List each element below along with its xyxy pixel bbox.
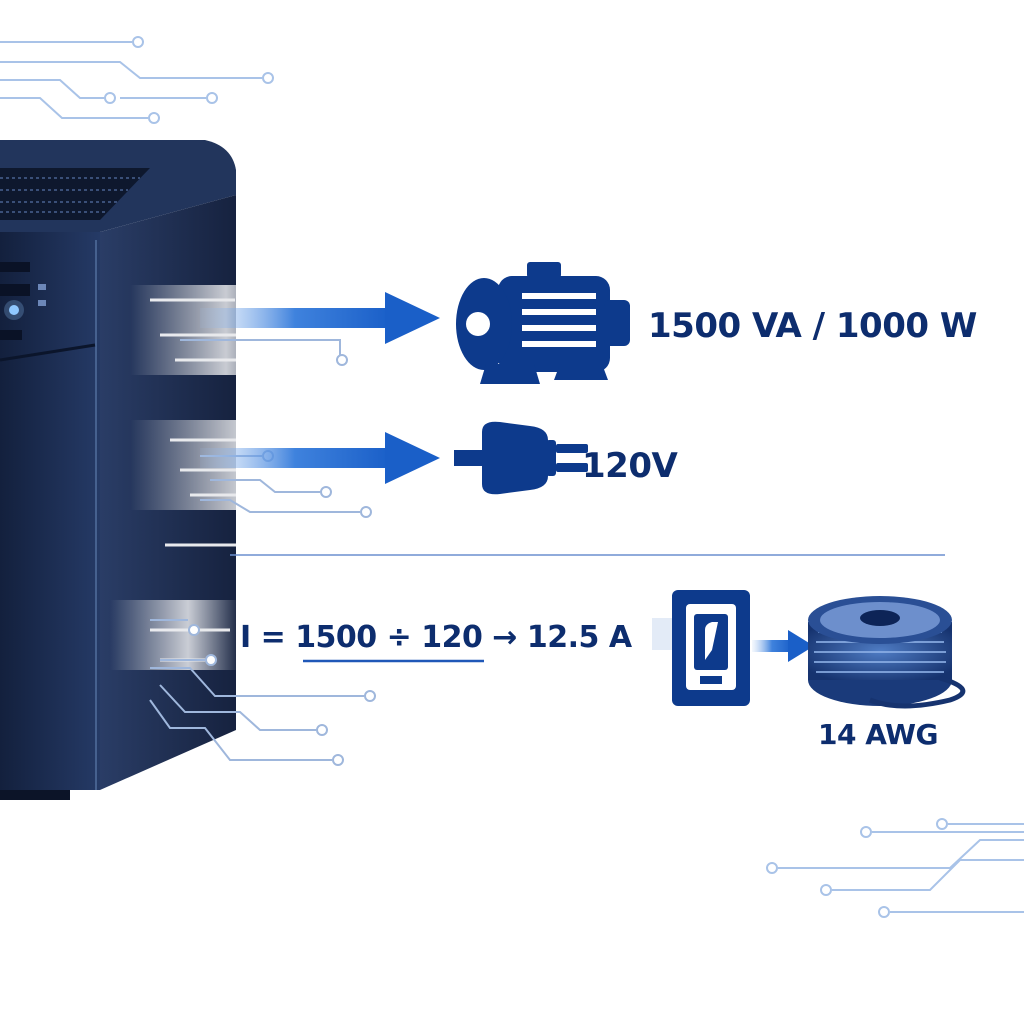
motor-icon bbox=[456, 262, 630, 384]
vent-grille bbox=[0, 168, 150, 220]
voltage-label: 120V bbox=[582, 446, 678, 486]
wire-gauge-label: 14 AWG bbox=[818, 718, 939, 751]
wire-spool-icon bbox=[808, 596, 966, 709]
power-arrow bbox=[200, 292, 440, 344]
circuit-breaker-icon bbox=[652, 590, 750, 706]
wire-arrow bbox=[752, 630, 814, 662]
circuit-trace-decoration bbox=[0, 36, 274, 124]
circuit-trace-decoration bbox=[766, 818, 1024, 918]
control-panel bbox=[0, 262, 46, 340]
current-formula-label: I = 1500 ÷ 120 → 12.5 A bbox=[240, 620, 632, 655]
voltage-arrow bbox=[200, 432, 440, 484]
power-rating-label: 1500 VA / 1000 W bbox=[648, 306, 977, 346]
plug-icon bbox=[454, 421, 588, 495]
energy-lines bbox=[110, 285, 310, 670]
